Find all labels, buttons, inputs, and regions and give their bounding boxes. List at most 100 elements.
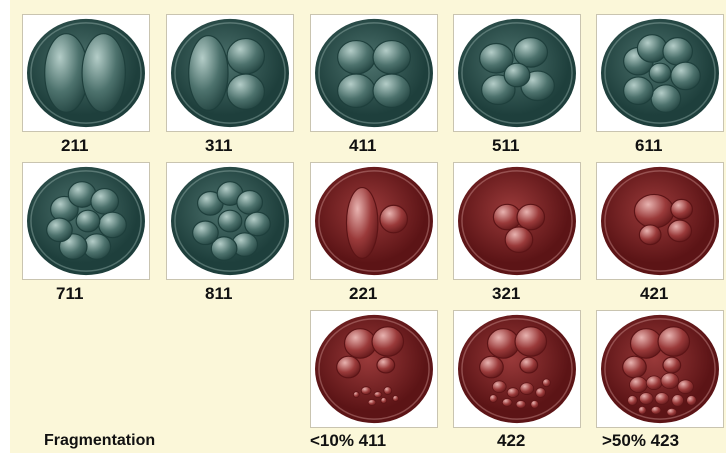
cell-fragment — [520, 383, 534, 395]
embryo-grading-diagram: 211 311 411 511 611 711 811 221 321 421 … — [10, 0, 726, 453]
embryo-422-illustration — [454, 311, 580, 427]
zona-pellucida — [315, 19, 433, 127]
blastomere-cell — [227, 74, 264, 109]
cell-fragment — [646, 376, 662, 390]
blastomere-cell — [623, 356, 647, 378]
cell-fragment — [361, 387, 371, 395]
embryo-label-711: 711 — [56, 284, 83, 304]
blastomere-cell — [338, 41, 375, 74]
embryo-411-fragmented-illustration — [311, 311, 437, 427]
blastomere-cell — [377, 357, 395, 373]
cell-fragment — [502, 398, 512, 406]
embryo-label-221: 221 — [349, 284, 377, 304]
embryo-811-illustration — [167, 163, 293, 279]
embryo-label-411-fragmented: <10% 411 — [310, 431, 386, 451]
zona-pellucida — [315, 315, 433, 423]
embryo-label-411: 411 — [349, 136, 376, 156]
cell-fragment — [628, 396, 638, 406]
cell-fragment — [651, 406, 661, 414]
blastomere-cell — [76, 210, 100, 232]
blastomere-cell — [515, 327, 546, 356]
blastomere-cell — [514, 38, 547, 67]
blastomere-cell — [227, 39, 264, 74]
embryo-423-illustration — [597, 311, 723, 427]
cell-fragment — [638, 406, 646, 414]
cell-fragment — [630, 377, 648, 393]
blastomere-cell — [346, 188, 377, 259]
blastomere-cell — [373, 74, 410, 107]
cell-fragment — [687, 396, 697, 406]
cell-fragment — [353, 392, 359, 398]
embryo-tile-611 — [596, 14, 724, 132]
embryo-label-311: 311 — [205, 136, 232, 156]
cell-fragment — [543, 379, 551, 387]
blastomere-cell — [639, 225, 661, 245]
cell-fragment — [531, 400, 539, 408]
embryo-label-211: 211 — [61, 136, 88, 156]
cell-fragment — [393, 396, 399, 402]
cell-fragment — [655, 393, 669, 405]
blastomere-cell — [488, 329, 519, 358]
blastomere-cell — [245, 212, 271, 236]
embryo-label-611: 611 — [635, 136, 662, 156]
fragmentation-label: Fragmentation — [44, 432, 155, 450]
embryo-tile-711 — [22, 162, 150, 280]
blastomere-cell — [373, 41, 410, 74]
embryo-label-321: 321 — [492, 284, 520, 304]
blastomere-cell — [651, 85, 680, 113]
embryo-tile-811 — [166, 162, 294, 280]
embryo-211-illustration — [23, 15, 149, 131]
embryo-tile-421 — [596, 162, 724, 280]
blastomere-cell — [91, 189, 119, 215]
blastomere-cell — [671, 199, 693, 219]
cell-fragment — [667, 408, 677, 416]
blastomere-cell — [517, 204, 545, 230]
embryo-tile-411 — [310, 14, 438, 132]
cell-fragment — [384, 387, 392, 395]
embryo-221-illustration — [311, 163, 437, 279]
cell-fragment — [489, 395, 497, 403]
embryo-711-illustration — [23, 163, 149, 279]
blastomere-cell — [99, 212, 127, 238]
blastomere-cell — [480, 356, 504, 378]
blastomere-cell — [218, 210, 242, 232]
blastomere-cell — [631, 329, 662, 358]
cell-fragment — [507, 388, 519, 398]
embryo-tile-311 — [166, 14, 294, 132]
blastomere-cell — [663, 357, 681, 373]
cell-fragment — [374, 392, 382, 398]
cell-fragment — [381, 398, 387, 404]
blastomere-cell — [637, 35, 666, 63]
blastomere-cell — [380, 205, 408, 233]
embryo-tile-422 — [453, 310, 581, 428]
blastomere-cell — [634, 194, 673, 227]
embryo-tile-211 — [22, 14, 150, 132]
blastomere-cell — [624, 77, 653, 105]
embryo-label-811: 811 — [205, 284, 232, 304]
embryo-tile-423 — [596, 310, 724, 428]
blastomere-cell — [505, 227, 533, 253]
embryo-label-421: 421 — [640, 284, 668, 304]
blastomere-cell — [337, 356, 361, 378]
embryo-label-511: 511 — [492, 136, 519, 156]
cell-fragment — [536, 388, 546, 398]
blastomere-cell — [671, 62, 700, 90]
blastomere-cell — [345, 329, 376, 358]
cell-fragment — [661, 373, 679, 389]
embryo-tile-321 — [453, 162, 581, 280]
blastomere-cell — [658, 327, 689, 356]
zona-pellucida — [601, 315, 719, 423]
embryo-611-illustration — [597, 15, 723, 131]
cell-fragment — [639, 393, 653, 405]
cell-fragment — [492, 381, 506, 393]
cell-fragment — [672, 395, 684, 407]
embryo-tile-511 — [453, 14, 581, 132]
embryo-421-illustration — [597, 163, 723, 279]
blastomere-cell — [649, 63, 671, 83]
blastomere-cell — [82, 34, 125, 113]
embryo-511-illustration — [454, 15, 580, 131]
embryo-311-illustration — [167, 15, 293, 131]
embryo-tile-411-fragmented — [310, 310, 438, 428]
blastomere-cell — [237, 191, 263, 215]
blastomere-cell — [372, 327, 403, 356]
